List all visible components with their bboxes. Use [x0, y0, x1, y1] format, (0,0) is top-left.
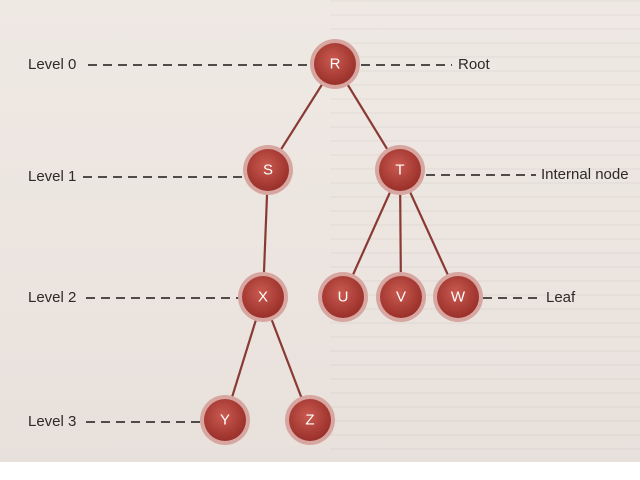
node-y: Y: [200, 395, 250, 445]
node-s: S: [243, 145, 293, 195]
node-t-label: T: [395, 162, 404, 179]
internal-node-callout: Internal node: [541, 166, 629, 183]
node-v-label: V: [396, 289, 406, 306]
tree-nodes: R S T X U: [200, 39, 483, 445]
node-u: U: [318, 272, 368, 322]
node-s-label: S: [263, 162, 273, 179]
tree-edges: [223, 63, 460, 421]
node-w-label: W: [451, 289, 466, 306]
node-z: Z: [285, 395, 335, 445]
leader-lines: [83, 64, 541, 423]
node-x: X: [238, 272, 288, 322]
node-y-label: Y: [220, 412, 230, 429]
root-callout: Root: [458, 56, 490, 73]
level-2-label: Level 2: [28, 289, 77, 306]
node-t: T: [375, 145, 425, 195]
level-1-label: Level 1: [28, 168, 77, 185]
node-w: W: [433, 272, 483, 322]
level-0-label: Level 0: [28, 56, 77, 73]
node-z-label: Z: [305, 412, 314, 429]
node-v: V: [376, 272, 426, 322]
node-r: R: [310, 39, 360, 89]
node-r-label: R: [330, 56, 341, 73]
node-u-label: U: [338, 289, 349, 306]
leaf-callout: Leaf: [546, 289, 576, 306]
level-3-label: Level 3: [28, 413, 77, 430]
node-x-label: X: [258, 289, 268, 306]
